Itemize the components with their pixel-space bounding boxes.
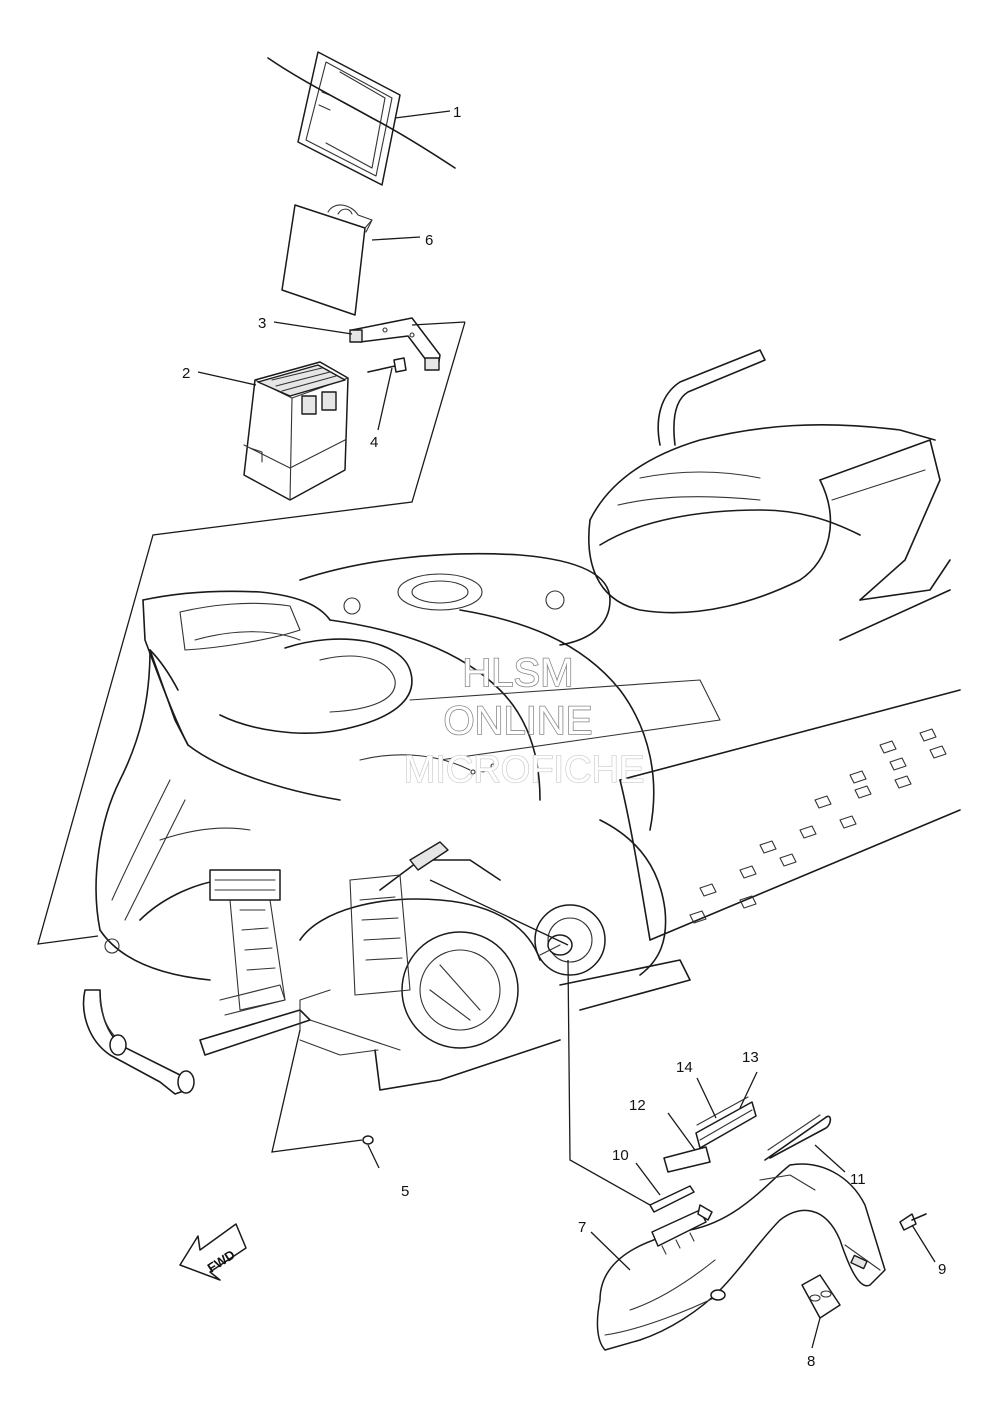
- callout-7: 7: [578, 1219, 586, 1236]
- watermark: HLSM ONLINE MICROFICHE: [403, 650, 645, 791]
- leader-bracket: [429, 879, 569, 946]
- part-5-rivet: [362, 1135, 374, 1145]
- callout-12: 12: [629, 1097, 646, 1114]
- part-11-rod: [764, 1114, 832, 1161]
- callout-11: 11: [850, 1171, 866, 1188]
- part-12-label: [663, 1146, 711, 1173]
- watermark-line-1: HLSM: [462, 651, 573, 695]
- callout-9: 9: [938, 1261, 946, 1278]
- callout-labels: 1 2 3 4 5 6 7 8 9 10 11 12 13 14: [182, 104, 946, 1370]
- callout-10: 10: [612, 1147, 629, 1164]
- part-8-plate: [801, 1274, 841, 1319]
- leader-engine-to-shield: [567, 959, 651, 1206]
- track-lugs: [689, 728, 947, 924]
- fwd-arrow-icon: FWD: [179, 1223, 247, 1281]
- callout-14: 14: [676, 1059, 693, 1076]
- callout-1: 1: [453, 104, 461, 121]
- watermark-line-3: MICROFICHE: [404, 749, 645, 791]
- part-2-battery: [243, 361, 349, 501]
- part-6-cover: [281, 204, 373, 316]
- watermark-line-2: ONLINE: [444, 699, 593, 743]
- callout-3: 3: [258, 315, 266, 332]
- callout-13: 13: [742, 1049, 759, 1066]
- part-1-document-pouch: [267, 51, 456, 186]
- callout-5: 5: [401, 1183, 409, 1200]
- callout-6: 6: [425, 232, 433, 249]
- leader-rivet-group: [271, 1029, 363, 1153]
- part-10-clip: [649, 1185, 713, 1255]
- callout-2: 2: [182, 365, 190, 382]
- callout-leaders: [197, 110, 936, 1349]
- callout-8: 8: [807, 1353, 815, 1370]
- part-7-rear-flap: [596, 1163, 886, 1351]
- part-4-bolt: [367, 357, 407, 373]
- callout-4: 4: [370, 434, 378, 451]
- part-3-bracket: [349, 317, 441, 371]
- exploded-view-outline: [37, 321, 466, 945]
- snowmobile-body: [82, 349, 961, 1095]
- part-13-14-decals: [695, 1096, 757, 1149]
